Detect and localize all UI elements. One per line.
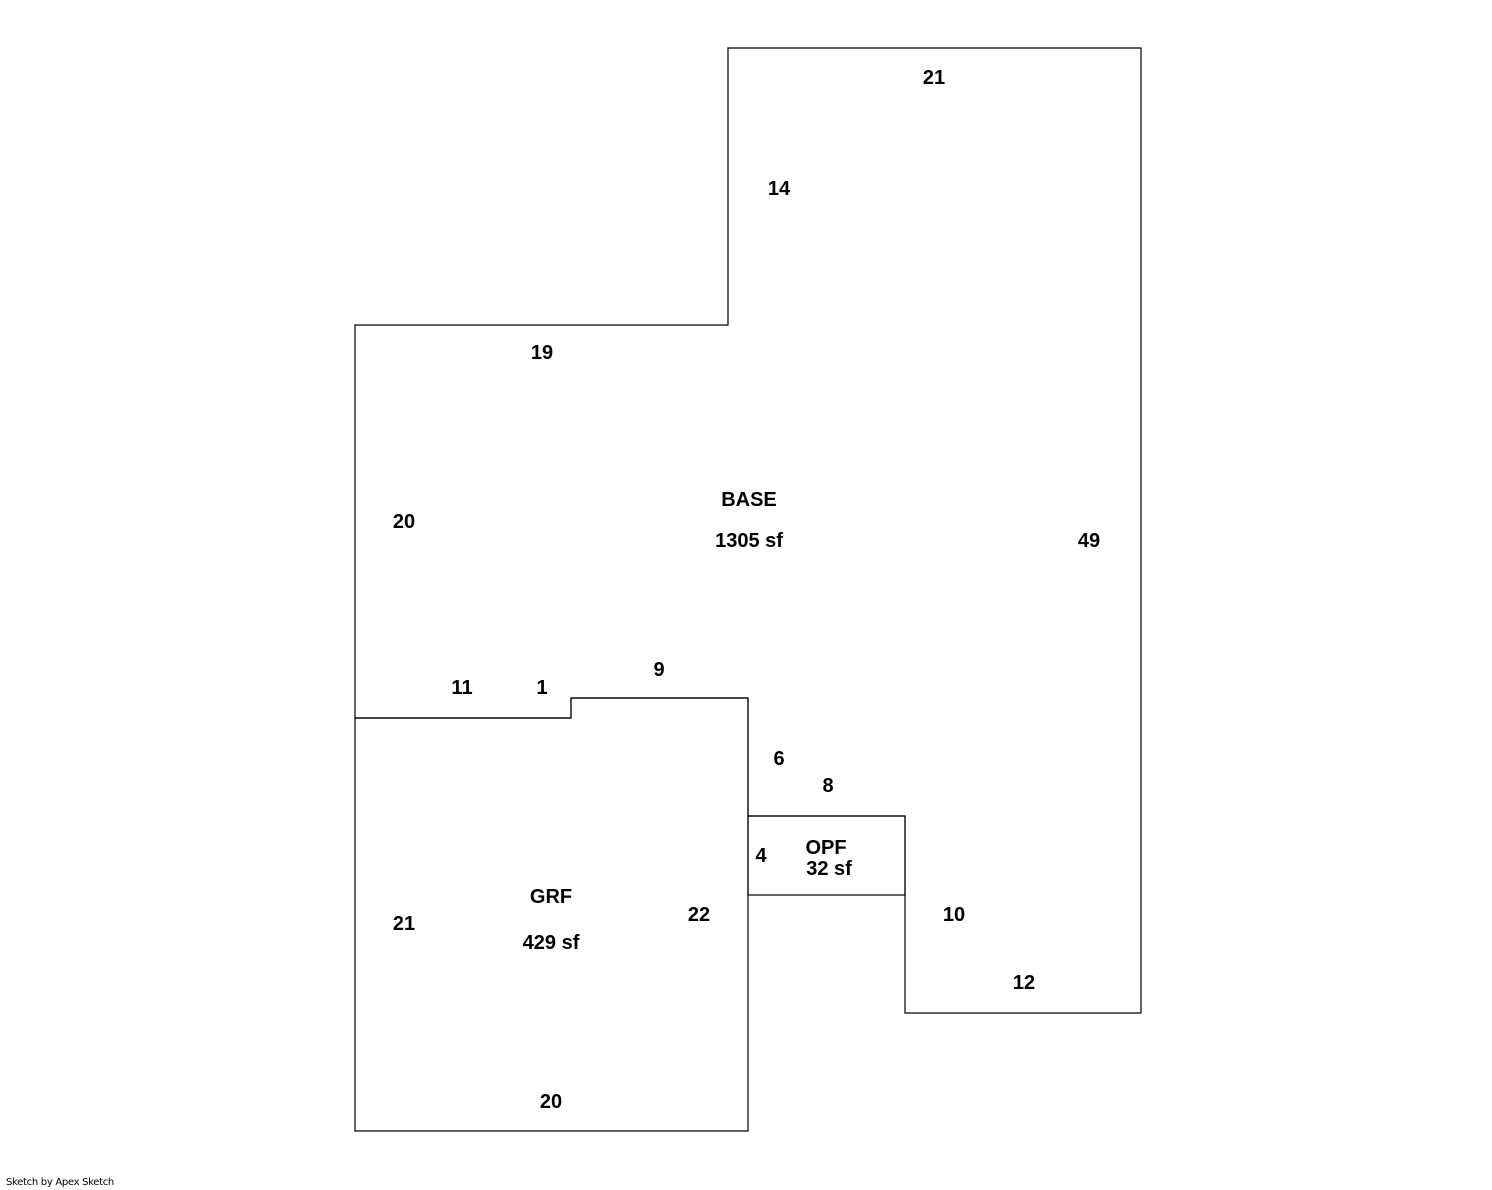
- dimension-label: 12: [1013, 972, 1035, 994]
- dimension-label: 22: [688, 904, 710, 926]
- grf-area: 429 sf: [523, 932, 580, 954]
- dimension-label: 19: [531, 342, 553, 364]
- dimension-label: 49: [1078, 530, 1100, 552]
- dimension-label: 8: [822, 775, 833, 797]
- dimension-label: 20: [393, 511, 415, 533]
- base-label: BASE: [721, 489, 777, 511]
- dimension-label: 21: [923, 67, 945, 89]
- opf-outline: [747, 815, 906, 896]
- dimension-label: 6: [773, 748, 784, 770]
- opf-label: OPF: [805, 837, 846, 859]
- dimension-label: 1: [536, 677, 547, 699]
- base-area: 1305 sf: [715, 530, 783, 552]
- dimension-label: 4: [755, 845, 767, 867]
- opf-area: 32 sf: [806, 858, 852, 880]
- dimension-label: 21: [393, 913, 415, 935]
- sketch-credit: Sketch by Apex Sketch: [6, 1177, 114, 1188]
- dimension-label: 10: [943, 904, 965, 926]
- dimension-label: 14: [768, 178, 791, 200]
- dimension-label: 9: [653, 659, 664, 681]
- grf-outline: [354, 697, 749, 1132]
- grf-label: GRF: [530, 886, 572, 908]
- dimension-label: 11: [451, 677, 472, 699]
- dimension-label: 20: [540, 1091, 562, 1113]
